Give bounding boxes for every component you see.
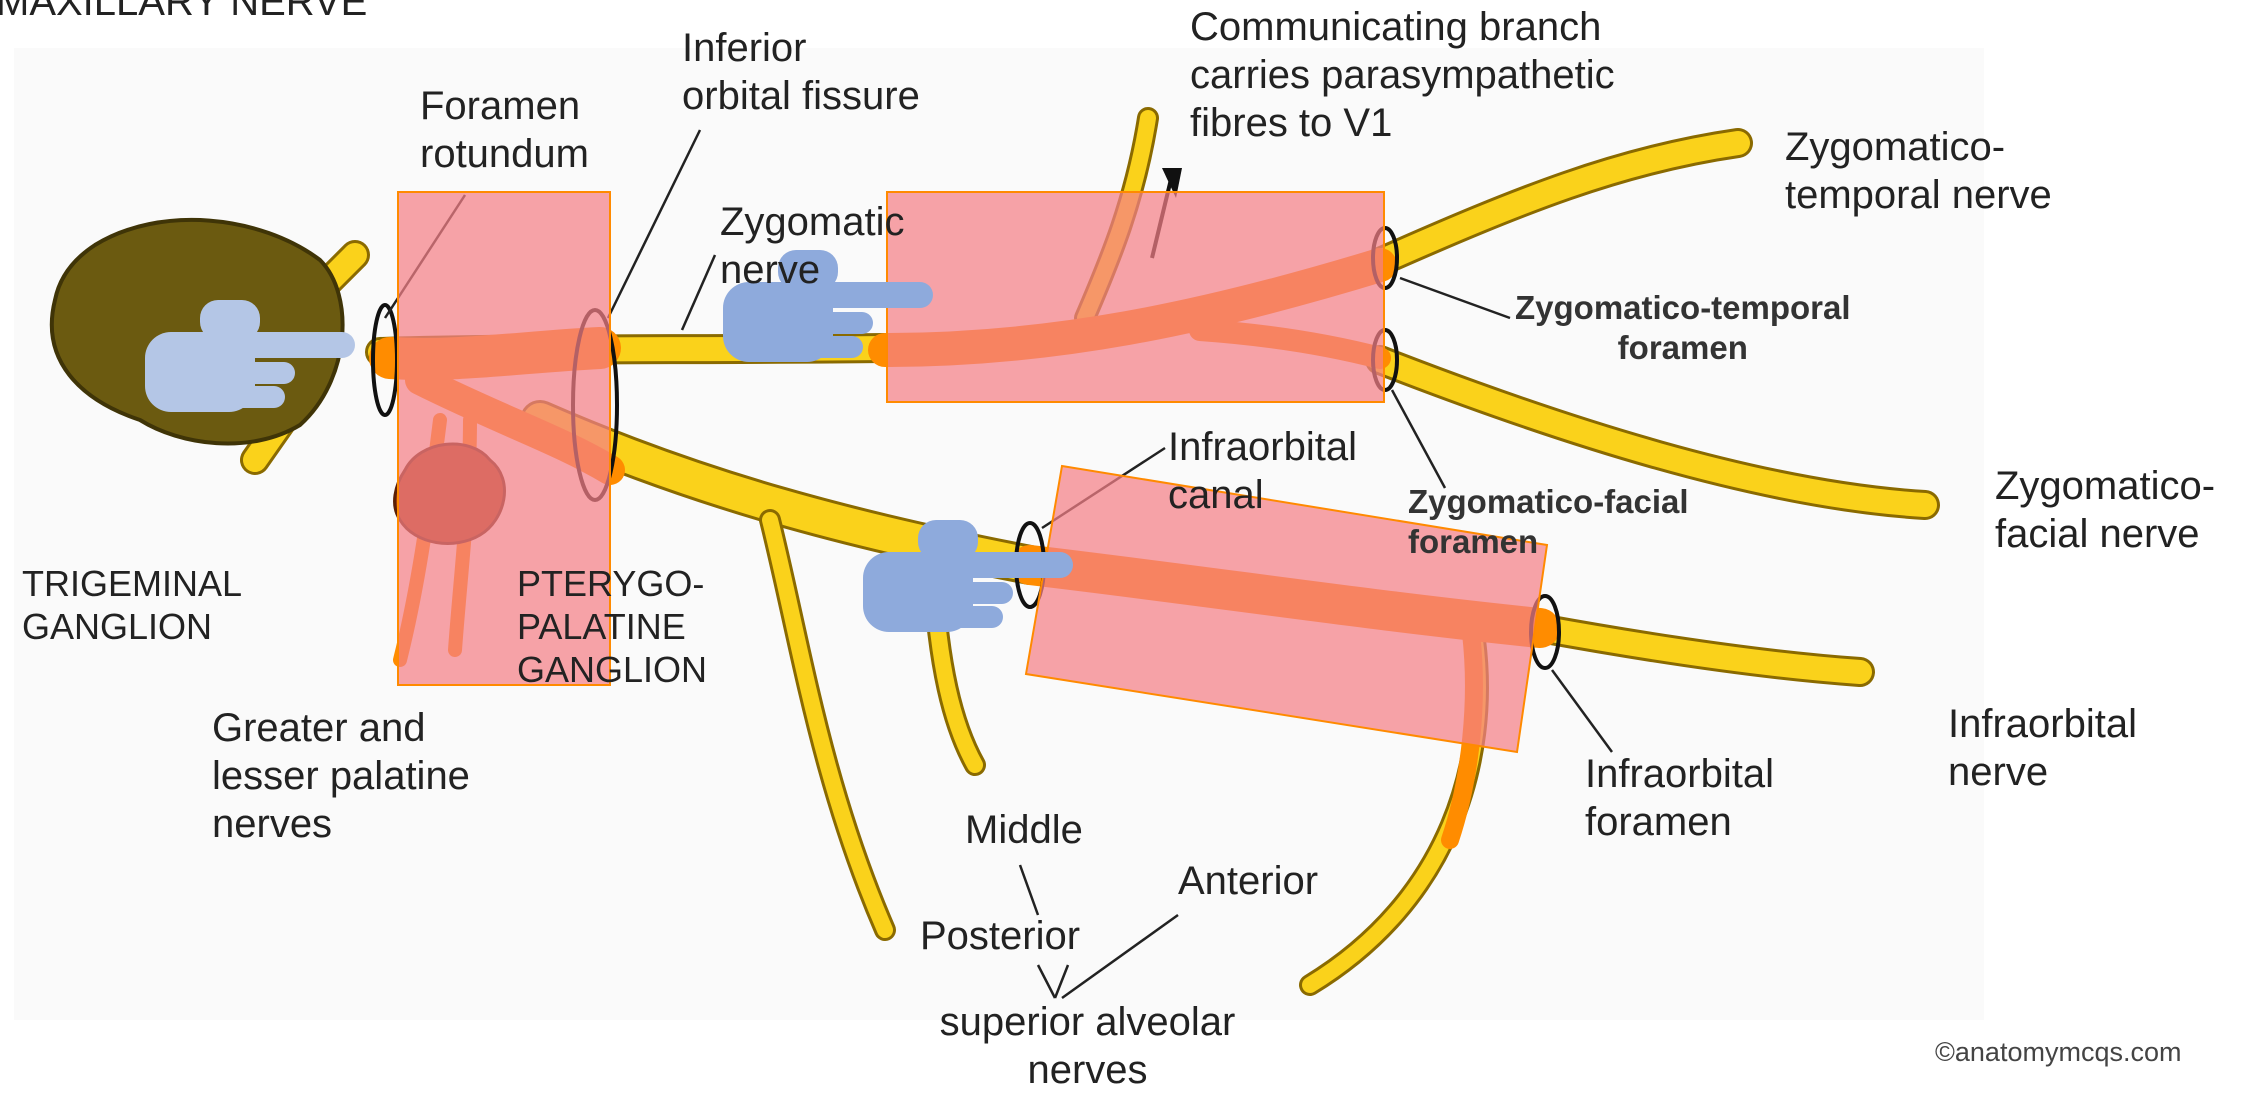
leader-inferior-orbital-fissure [608, 130, 700, 318]
label-superior-alveolar-nerves: superior alveolar nerves [920, 998, 1255, 1094]
label-communicating-branch: Communicating branch carries parasympath… [1190, 3, 1615, 147]
highlight-box-zygomatic-region [887, 192, 1384, 402]
leader-zygomaticofacial-foramen [1392, 390, 1445, 488]
label-pterygopalatine-ganglion: PTERYGO- PALATINE GANGLION [517, 562, 707, 692]
label-zygomaticofacial-nerve: Zygomatico- facial nerve [1995, 462, 2215, 558]
leader-zygomatic-nerve [682, 255, 715, 330]
diagram-heading: MAXILLARY NERVE [0, 0, 367, 26]
leader-zygomaticotemporal-foramen [1400, 278, 1510, 318]
label-inferior-orbital-fissure: Inferior orbital fissure [682, 24, 920, 120]
leader-posterior-a [1038, 965, 1055, 998]
label-anterior: Anterior [1178, 857, 1318, 905]
label-greater-lesser-palatine-nerves: Greater and lesser palatine nerves [212, 704, 470, 848]
label-zygomaticofacial-foramen: Zygomatico-facial foramen [1408, 482, 1689, 561]
copyright-notice: ©anatomymcqs.com [1935, 1036, 2181, 1068]
leader-middle [1020, 865, 1038, 915]
label-infraorbital-canal: Infraorbital canal [1168, 423, 1357, 519]
leader-infraorbital-foramen [1552, 670, 1612, 752]
label-zygomaticotemporal-nerve: Zygomatico- temporal nerve [1785, 123, 2052, 219]
label-foramen-rotundum: Foramen rotundum [420, 82, 589, 178]
label-posterior: Posterior [920, 912, 1080, 960]
label-trigeminal-ganglion: TRIGEMINAL GANGLION [22, 562, 242, 648]
label-middle: Middle [965, 806, 1083, 854]
leader-posterior-b [1055, 965, 1068, 998]
label-infraorbital-nerve: Infraorbital nerve [1948, 700, 2137, 796]
label-infraorbital-foramen: Infraorbital foramen [1585, 750, 1774, 846]
label-zygomaticotemporal-foramen: Zygomatico-temporal foramen [1515, 288, 1851, 367]
label-zygomatic-nerve: Zygomatic nerve [720, 198, 905, 294]
